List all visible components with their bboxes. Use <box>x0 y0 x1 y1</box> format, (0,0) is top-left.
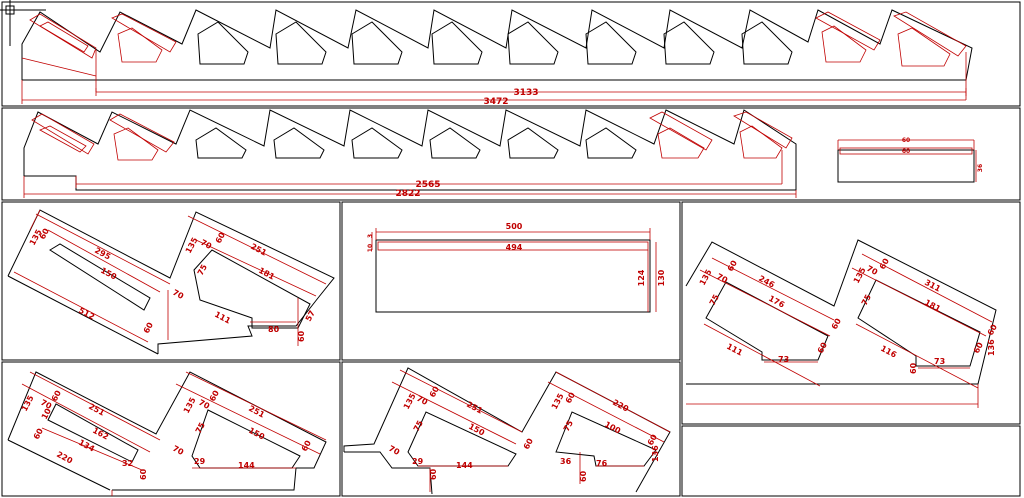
small-box-height: 36 <box>977 164 984 172</box>
panel-detail-a: 135 60 295 150 512 60 70 135 70 60 251 1… <box>1 201 341 361</box>
dim-a-12: 181 <box>257 266 276 282</box>
dim-a-6: 60 <box>142 321 155 335</box>
dim-e-13: 60 <box>564 391 577 405</box>
dim-c-8: 73 <box>778 355 789 364</box>
dim-d-3: 60 <box>50 389 63 403</box>
dim-a-5: 512 <box>77 306 96 322</box>
box-inner-width: 494 <box>506 243 523 252</box>
dim-d-10: 32 <box>122 459 133 468</box>
dim-d-12: 135 <box>182 396 198 415</box>
dim-a-8: 135 <box>184 236 200 255</box>
strip1-left-detail <box>21 13 177 92</box>
dim-a-9: 70 <box>199 238 213 251</box>
box-left-1: 3 <box>367 234 374 238</box>
dim-c-19: 60 <box>972 341 985 355</box>
dim-e-4: 251 <box>465 400 484 416</box>
dim-a-10: 60 <box>214 231 227 245</box>
dim-c-5: 176 <box>767 294 786 310</box>
dim-a-2: 60 <box>38 227 51 241</box>
dim-e-9: 144 <box>456 461 473 470</box>
strip1-inner-width: 3133 <box>513 88 538 98</box>
dim-a-17: 60 <box>297 330 306 342</box>
panel-strip-2: 2565 2822 60 60 36 <box>1 107 1021 201</box>
strip1-dim-outer <box>21 80 966 104</box>
dim-c-11: 135 <box>852 266 868 285</box>
strip2-right-detail <box>649 111 793 184</box>
dim-d-21: 60 <box>300 439 313 453</box>
small-box-top: 60 <box>902 137 910 144</box>
dim-e-17: 36 <box>560 457 572 466</box>
strip1-openings <box>197 21 793 65</box>
dim-d-16: 150 <box>247 426 266 442</box>
dim-a-15: 80 <box>268 325 280 334</box>
dim-e-3: 60 <box>428 385 441 399</box>
dim-e-14: 220 <box>611 398 630 414</box>
dim-c-16: 75 <box>860 293 873 307</box>
strip2-dim-inner <box>75 176 782 188</box>
strip1-outer-width: 3472 <box>483 97 508 107</box>
dim-c-13: 60 <box>878 257 891 271</box>
dim-e-18: 76 <box>596 459 608 468</box>
small-box-inner: 60 <box>902 148 910 155</box>
dim-c-21: 136 <box>987 339 996 356</box>
strip2-openings <box>195 127 637 159</box>
dim-e-10: 60 <box>429 468 438 480</box>
dim-d-19: 29 <box>194 457 206 466</box>
small-box-detail <box>837 139 977 183</box>
dim-a-7: 70 <box>171 288 185 301</box>
dim-d-17: 75 <box>194 421 207 435</box>
dim-c-17: 116 <box>879 344 898 360</box>
strip2-left-detail <box>31 113 175 161</box>
dim-e-16: 75 <box>562 419 575 433</box>
box-top-width: 500 <box>506 222 523 231</box>
crosshair-cursor-icon <box>0 0 46 46</box>
dim-d-6: 10 <box>40 407 53 421</box>
panel-detail-c: 135 70 60 246 176 75 111 73 60 60 135 70… <box>681 201 1021 425</box>
dim-e-8: 29 <box>412 457 424 466</box>
box-left-2: 10 <box>367 244 374 252</box>
dim-c-4: 246 <box>757 274 776 290</box>
panel-strip-1: 3133 3472 <box>1 1 1021 107</box>
dim-a-3: 295 <box>93 246 112 262</box>
dim-e-19: 60 <box>646 433 659 447</box>
dim-d-11: 60 <box>139 468 148 480</box>
dim-c-22: 60 <box>909 362 918 374</box>
dim-e-21: 136 <box>651 445 660 462</box>
panel-detail-e: 135 70 60 251 150 75 70 29 144 60 60 135… <box>341 361 681 497</box>
dim-e-20: 60 <box>579 470 588 482</box>
dim-a-4: 150 <box>99 266 118 282</box>
dim-d-4: 251 <box>87 402 106 418</box>
dim-d-20: 144 <box>238 461 255 470</box>
strip2-dim-outer <box>23 176 797 198</box>
dim-d-15: 251 <box>247 404 266 420</box>
dim-d-1: 135 <box>20 394 36 413</box>
dim-d-14: 60 <box>208 389 221 403</box>
dim-a-13: 75 <box>196 263 209 277</box>
dim-e-6: 75 <box>412 419 425 433</box>
dim-d-9: 220 <box>55 450 74 466</box>
dim-a-14: 111 <box>213 310 232 326</box>
dim-d-8: 134 <box>77 438 96 454</box>
dim-c-20: 60 <box>986 323 999 337</box>
strip2-inner-width: 2565 <box>415 180 440 190</box>
panel-empty <box>681 425 1021 497</box>
dim-e-11: 60 <box>522 437 535 451</box>
strip1-right-detail <box>815 11 967 100</box>
box-right-2: 130 <box>657 269 666 286</box>
dim-a-11: 251 <box>249 242 268 258</box>
panel-detail-box <box>341 201 681 361</box>
box-right-1: 124 <box>637 269 646 286</box>
strip2-outer-width: 2822 <box>395 189 420 199</box>
panel-detail-d: 135 70 60 251 162 10 60 134 220 32 60 13… <box>1 361 341 497</box>
dim-c-18: 73 <box>934 357 945 366</box>
dim-d-18: 70 <box>171 444 185 457</box>
dim-e-2: 70 <box>415 394 429 407</box>
dim-e-7: 70 <box>387 444 401 457</box>
dim-a-16: 57 <box>304 309 317 323</box>
dim-d-5: 162 <box>91 426 110 442</box>
strip1-dim-inner <box>95 88 967 96</box>
dim-c-9: 60 <box>816 341 829 355</box>
